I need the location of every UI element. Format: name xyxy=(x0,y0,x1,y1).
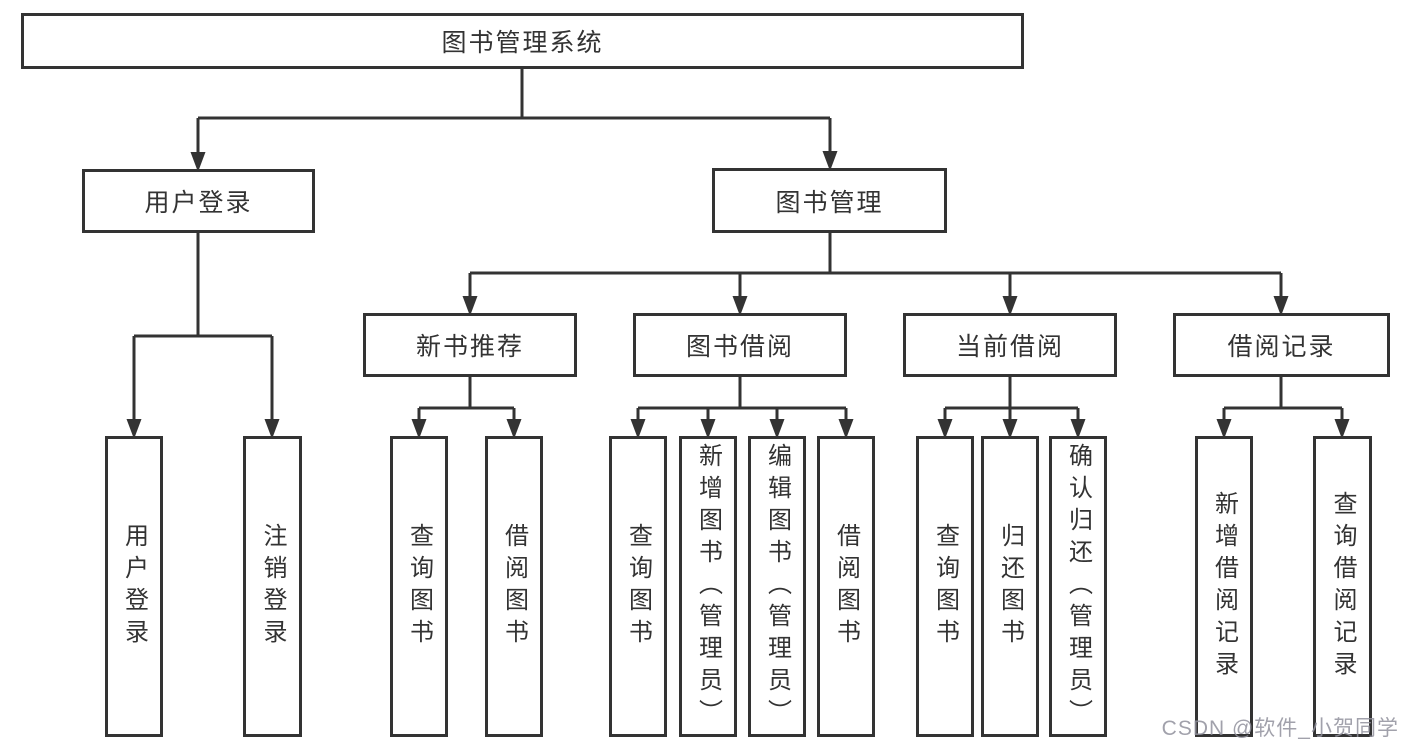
leaf-confirm-return-admin-label: 确认归还（管理员） xyxy=(1064,442,1092,731)
leaf-return-books: 归还图书 xyxy=(981,436,1039,737)
leaf-user-login-label: 用户登录 xyxy=(120,522,148,651)
leaf-borrow-books-borrowing-label: 借阅图书 xyxy=(832,522,860,651)
node-library-management-system-label: 图书管理系统 xyxy=(441,29,604,57)
node-user-login: 用户登录 xyxy=(82,169,315,233)
leaf-add-books-admin: 新增图书（管理员） xyxy=(679,436,737,737)
leaf-query-books-borrowing: 查询图书 xyxy=(609,436,667,737)
leaf-query-books-current-label: 查询图书 xyxy=(931,522,959,651)
leaf-add-borrow-record-label: 新增借阅记录 xyxy=(1210,490,1238,683)
node-borrowing-records: 借阅记录 xyxy=(1173,313,1390,377)
leaf-edit-books-admin-label: 编辑图书（管理员） xyxy=(763,442,791,731)
node-new-book-recommendation-label: 新书推荐 xyxy=(415,333,524,361)
leaf-add-borrow-record: 新增借阅记录 xyxy=(1195,436,1253,737)
leaf-borrow-books-recommend-label: 借阅图书 xyxy=(500,522,528,651)
leaf-query-books-current: 查询图书 xyxy=(916,436,974,737)
leaf-add-books-admin-label: 新增图书（管理员） xyxy=(694,442,722,731)
leaf-borrow-books-borrowing: 借阅图书 xyxy=(817,436,875,737)
leaf-logout-login-label: 注销登录 xyxy=(259,522,286,651)
leaf-query-books-recommend-label: 查询图书 xyxy=(405,522,433,651)
node-borrowing-records-label: 借阅记录 xyxy=(1227,333,1336,361)
leaf-user-login: 用户登录 xyxy=(105,436,163,737)
node-book-management-label: 图书管理 xyxy=(775,188,884,217)
csdn-watermark: CSDN @软件_小贺同学 xyxy=(1161,717,1399,740)
leaf-query-books-recommend: 查询图书 xyxy=(390,436,448,737)
leaf-confirm-return-admin: 确认归还（管理员） xyxy=(1049,436,1107,737)
leaf-return-books-label: 归还图书 xyxy=(996,522,1024,651)
node-book-management: 图书管理 xyxy=(712,168,947,233)
node-book-borrowing-label: 图书借阅 xyxy=(685,333,794,361)
leaf-borrow-books-recommend: 借阅图书 xyxy=(485,436,543,737)
node-library-management-system: 图书管理系统 xyxy=(21,13,1024,69)
node-book-borrowing: 图书借阅 xyxy=(633,313,847,377)
node-new-book-recommendation: 新书推荐 xyxy=(363,313,577,377)
leaf-logout-login: 注销登录 xyxy=(243,436,302,737)
node-current-borrowing-label: 当前借阅 xyxy=(955,333,1064,361)
node-user-login-label: 用户登录 xyxy=(144,189,253,217)
leaf-edit-books-admin: 编辑图书（管理员） xyxy=(748,436,806,737)
node-current-borrowing: 当前借阅 xyxy=(903,313,1117,377)
leaf-query-borrow-record: 查询借阅记录 xyxy=(1313,436,1372,737)
leaf-query-borrow-record-label: 查询借阅记录 xyxy=(1329,490,1356,683)
leaf-query-books-borrowing-label: 查询图书 xyxy=(624,522,652,651)
